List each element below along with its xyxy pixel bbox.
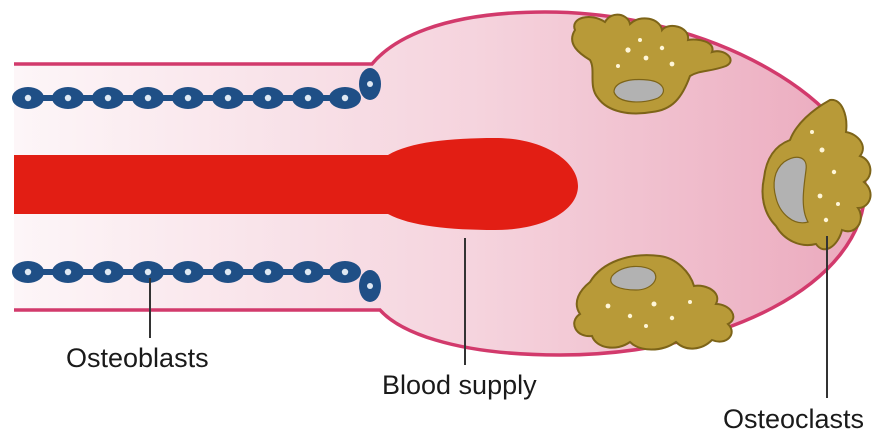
osteoblast-nucleus [367, 283, 373, 289]
osteoblast-nucleus [265, 269, 271, 275]
osteoblast-nucleus [145, 95, 151, 101]
osteoblasts-label: Osteoblasts [66, 343, 209, 373]
osteoblast-nucleus [65, 95, 71, 101]
osteoblast-nucleus [225, 95, 231, 101]
osteoblast-nucleus [105, 269, 111, 275]
osteoblast-nucleus [305, 269, 311, 275]
osteoblast-nucleus [265, 95, 271, 101]
osteoblast-nucleus [185, 269, 191, 275]
blood-supply-label: Blood supply [382, 370, 537, 400]
osteoblast-nucleus [65, 269, 71, 275]
osteoblast-nucleus [367, 81, 373, 87]
osteoblast-nucleus [105, 95, 111, 101]
osteoblast-nucleus [145, 269, 151, 275]
osteoblast-nucleus [185, 95, 191, 101]
osteoclasts-label: Osteoclasts [723, 404, 864, 434]
osteoblast-nucleus [25, 269, 31, 275]
osteoblast-nucleus [342, 95, 348, 101]
osteoblast-nucleus [25, 95, 31, 101]
osteoblast-nucleus [305, 95, 311, 101]
osteoblast-nucleus [225, 269, 231, 275]
osteoblast-nucleus [342, 269, 348, 275]
